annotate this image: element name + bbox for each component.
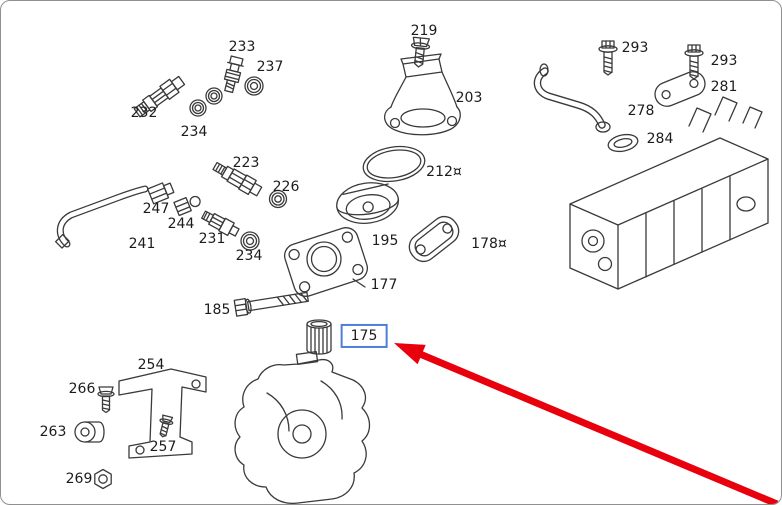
part-226-washer-drawing [268,189,288,209]
part-185-bolt-drawing [233,291,309,317]
part-label-195[interactable]: 195 [371,232,399,249]
part-label-293a[interactable]: 293 [621,39,649,56]
part-label-269[interactable]: 269 [65,470,93,487]
part-label-226[interactable]: 226 [272,178,300,195]
part-label-257[interactable]: 257 [149,438,177,455]
part-284-gasket-drawing [607,133,639,153]
part-263-bushing-drawing [74,421,105,443]
part-label-231[interactable]: 231 [198,230,226,247]
part-212-oring-drawing [362,145,426,183]
part-232-drawing [133,75,186,118]
part-281-cover-drawing [654,71,706,107]
part-234b-washer-drawing [240,231,260,251]
part-247-fitting-drawing [147,182,175,205]
red-arrow-head [394,343,426,365]
part-label-284[interactable]: 284 [646,130,674,147]
part-label-278[interactable]: 278 [627,102,655,119]
part-label-233[interactable]: 233 [228,38,256,55]
water-pump-drawing [234,351,371,504]
part-label-237[interactable]: 237 [256,58,284,75]
part-label-223[interactable]: 223 [232,154,260,171]
part-177-housing-drawing [283,227,369,297]
part-241-pipe-drawing [54,185,149,249]
part-237-washer-drawing [244,76,264,96]
part-266-bolt-drawing [97,386,115,414]
cylinder-head-drawing [569,96,769,290]
part-195-thermostat-drawing [336,182,400,224]
part-254-bracket-drawing [118,368,207,459]
part-203-housing-drawing [384,53,461,136]
part-label-234b[interactable]: 234 [235,247,263,264]
part-label-241[interactable]: 241 [128,235,156,252]
part-label-203[interactable]: 203 [455,89,483,106]
part-label-266[interactable]: 266 [68,380,96,397]
part-label-232[interactable]: 232 [130,104,158,121]
part-label-244[interactable]: 244 [167,215,195,232]
part-178-gasket-drawing [408,215,460,263]
part-233-bolt-drawing [223,55,244,94]
part-231-fitting-drawing [201,210,240,237]
red-arrow-annotation [394,343,779,504]
part-257-bolt-drawing [159,414,174,438]
part-label-293b[interactable]: 293 [710,52,738,69]
part-label-247[interactable]: 247 [142,200,170,217]
part-label-178[interactable]: 178¤ [471,235,507,252]
part-label-219[interactable]: 219 [410,22,438,39]
part-244-fitting-drawing [173,195,201,217]
part-label-234a[interactable]: 234 [180,123,208,140]
part-label-254[interactable]: 254 [137,356,165,373]
part-label-212[interactable]: 212¤ [426,163,462,180]
part-278-pipe-drawing [533,63,611,133]
part-label-175[interactable]: 175 [340,323,388,349]
part-label-281[interactable]: 281 [710,78,738,95]
red-arrow-shaft [418,350,779,504]
part-label-185[interactable]: 185 [203,301,231,318]
part-label-177[interactable]: 177 [370,276,398,293]
part-175-sleeve-drawing [306,319,332,355]
part-223-fitting-drawing [212,161,263,197]
part-label-263[interactable]: 263 [39,423,67,440]
part-269-nut-drawing [94,468,112,490]
